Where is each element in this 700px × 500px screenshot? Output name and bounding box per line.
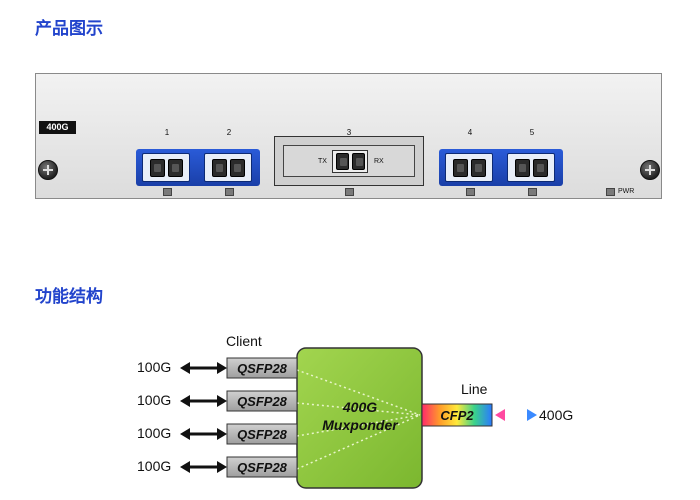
lc-connector-icon [533,159,548,177]
screw-icon [640,160,660,180]
port-5[interactable] [507,153,555,182]
led-indicator-icon [345,188,354,196]
qsfp28-label-1: QSFP28 [237,361,288,376]
qsfp28-module-1 [226,357,298,379]
lc-connector-icon [453,159,468,177]
port-3[interactable] [332,150,368,173]
line-rate: 400G [539,407,573,423]
pwr-label: PWR [618,188,635,195]
led-indicator-icon [163,188,172,196]
port-4[interactable] [445,153,493,182]
led-indicator-icon [466,188,475,196]
client-rate-4: 100G [137,458,171,474]
port-number-2: 2 [226,128,232,137]
lc-connector-icon [515,159,530,177]
cfp2-label: CFP2 [440,408,474,423]
port-group-1-2 [136,149,260,186]
screw-icon [38,160,58,180]
client-row-1: 100G QSFP28 [137,357,298,379]
port-3-cfp-cage[interactable]: TX RX [274,136,424,186]
port-1[interactable] [142,153,190,182]
port-number-4: 4 [467,128,473,137]
port-number-1: 1 [164,128,170,137]
qsfp28-label-3: QSFP28 [237,427,288,442]
client-rate-2: 100G [137,392,171,408]
function-section-title: 功能结构 [35,287,103,307]
rx-label: RX [374,158,384,165]
cfp-slot: TX RX [283,145,415,177]
function-diagram: Client 400G Muxponder 100G QSFP28 100G Q… [137,333,573,489]
pwr-led-icon [606,188,615,196]
lc-connector-icon [336,153,349,170]
lc-connector-icon [168,159,183,177]
lc-connector-icon [471,159,486,177]
client-row-2: 100G QSFP28 [137,390,298,412]
qsfp28-module-4 [226,456,298,478]
mux-label-line2: Muxponder [322,417,399,433]
product-section-title: 产品图示 [35,19,103,39]
led-indicator-icon [225,188,234,196]
lc-connector-icon [212,159,227,177]
qsfp28-module-3 [226,423,298,445]
line-label: Line [461,381,488,397]
line-arrow [495,409,537,421]
client-row-4: 100G QSFP28 [137,456,298,478]
client-row-3: 100G QSFP28 [137,423,298,445]
port-number-3: 3 [346,128,352,137]
client-rate-1: 100G [137,359,171,375]
port-number-5: 5 [529,128,535,137]
qsfp28-module-2 [226,390,298,412]
lc-connector-icon [150,159,165,177]
model-label: 400G [39,121,76,134]
lc-connector-icon [352,153,365,170]
tx-label: TX [318,158,327,165]
cfp2-module [421,403,493,427]
client-label: Client [226,333,262,349]
client-rate-3: 100G [137,425,171,441]
led-indicator-icon [528,188,537,196]
lc-connector-icon [230,159,245,177]
qsfp28-label-2: QSFP28 [237,394,288,409]
port-2[interactable] [204,153,252,182]
module-front-panel: 400G 1 2 3 4 5 TX RX [35,73,662,199]
mux-label-line1: 400G [342,399,377,415]
port-group-4-5 [439,149,563,186]
qsfp28-label-4: QSFP28 [237,460,288,475]
mux-internal-paths [296,369,421,470]
